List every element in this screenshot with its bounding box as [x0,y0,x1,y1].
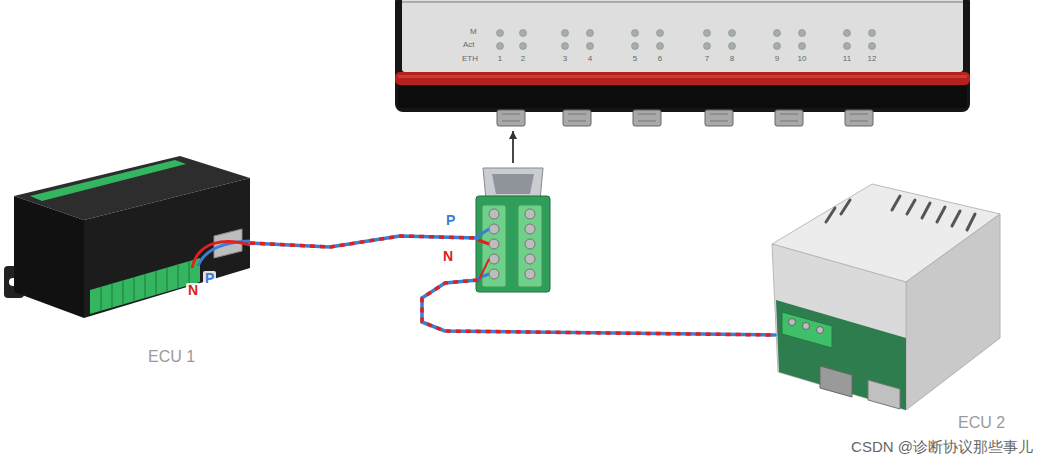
port-number: 9 [775,55,779,64]
port-number: 8 [730,55,734,64]
twisted-pair-wire [422,280,775,335]
port-number: 11 [843,55,851,64]
twisted-pair-wire [250,236,478,247]
polarity-label: N [186,283,200,298]
ecu2-housing [772,184,1000,410]
port-row-label: ETH [462,55,478,64]
polarity-label: N [441,249,455,264]
port-number: 10 [798,55,807,64]
ecu-node: ECU 2 [775,178,1003,436]
ecu-node: NP ECU 1 [5,150,250,375]
led-row-label: Act [463,41,475,50]
ecu-label: ECU 2 [958,414,1005,432]
watermark: CSDN @诊断协议那些事儿 [851,438,1033,456]
port-number: 4 [588,55,592,64]
port-number: 1 [498,55,502,64]
led-row-label: M [470,28,477,37]
adapter-node: PN [478,165,548,292]
port-number: 5 [633,55,637,64]
port-number: 6 [658,55,662,64]
ecu1-housing [4,156,250,318]
gateway-node: MActETH123456789101112 [395,0,970,128]
polarity-label: P [203,271,216,286]
port-number: 12 [868,55,877,64]
gateway-device [395,0,970,126]
polarity-label: P [444,213,457,228]
port-number: 2 [521,55,525,64]
port-number: 7 [705,55,709,64]
connection-arrow [513,131,514,163]
port-number: 3 [563,55,567,64]
ecu-label: ECU 1 [148,348,195,366]
db9-adapter [476,168,550,292]
